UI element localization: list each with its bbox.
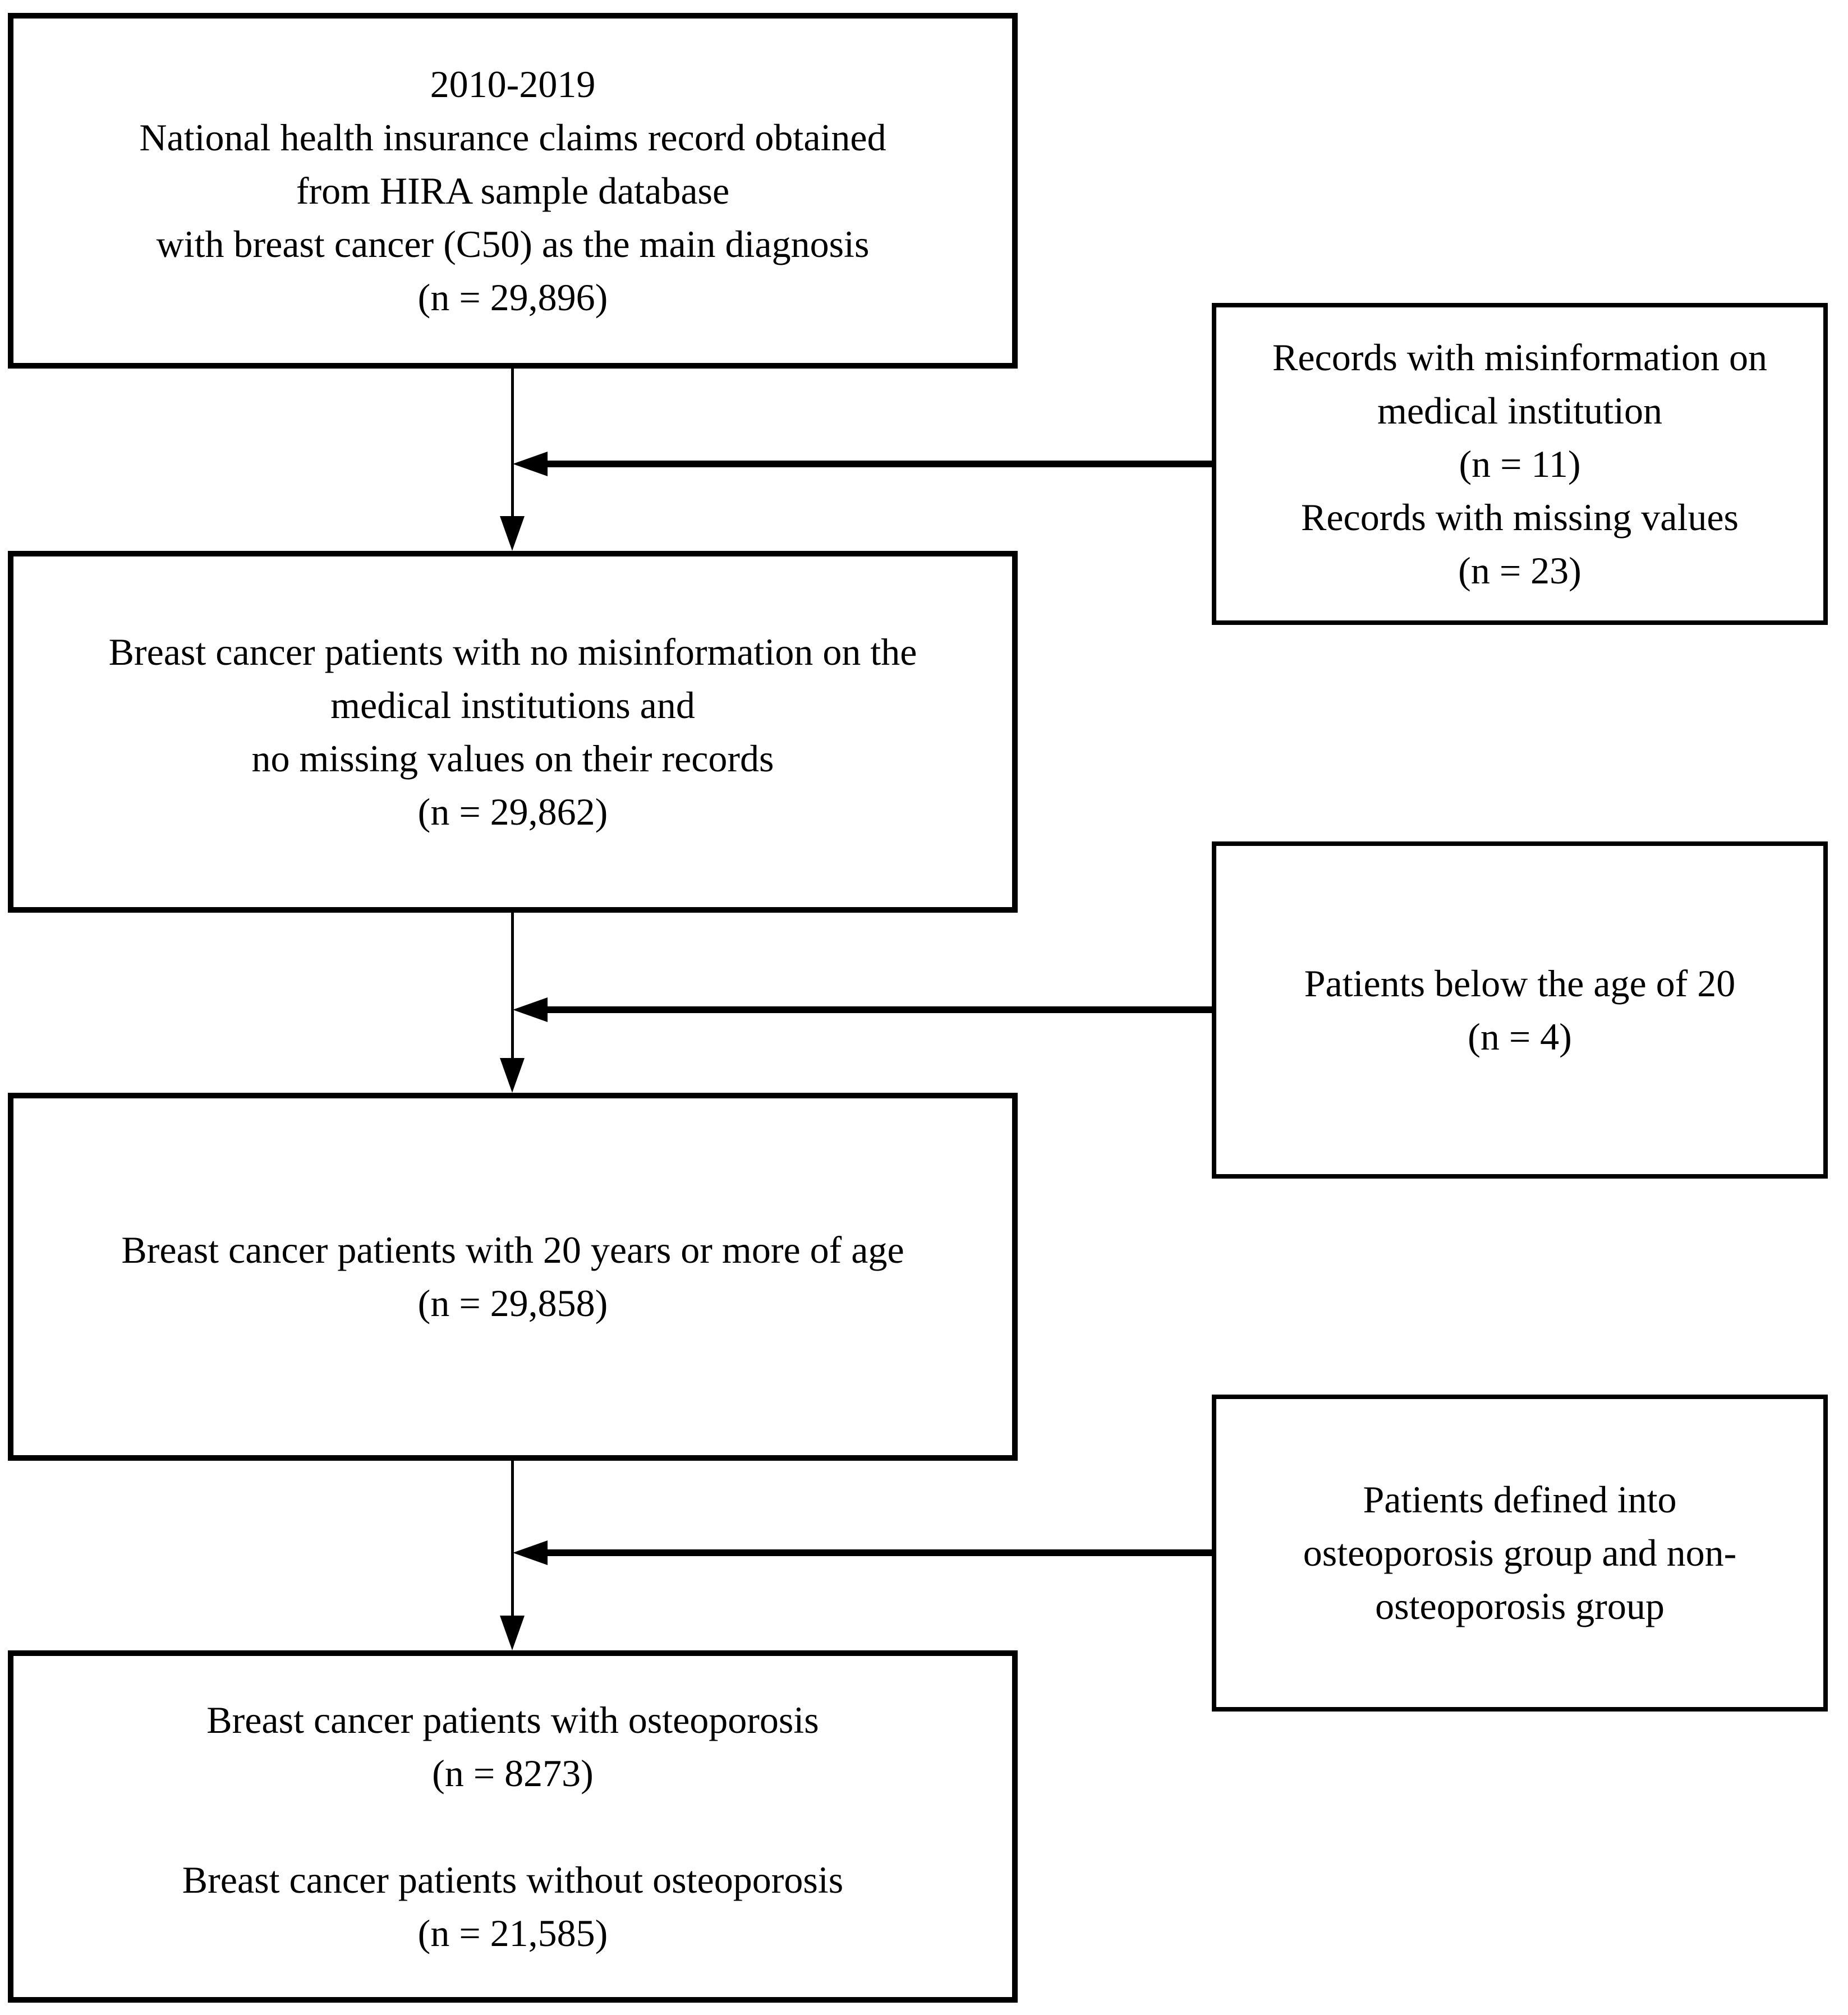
text-line: Patients defined into [1363, 1478, 1677, 1521]
text-line: 2010-2019 [430, 62, 596, 105]
text-line: (n = 4) [1468, 1015, 1572, 1058]
exclusion-arrow-3-line [548, 1549, 1212, 1556]
box-excluded-misinformation: Records with misinformation on medical i… [1212, 303, 1828, 625]
box-excluded-under-20: Patients below the age of 20 (n = 4) [1212, 841, 1828, 1179]
box-text: Records with misinformation on medical i… [1216, 331, 1823, 597]
down-arrow-2-head-icon [500, 1058, 525, 1093]
text-line: (n = 29,896) [417, 275, 608, 319]
box-no-misinformation: Breast cancer patients with no misinform… [8, 551, 1018, 913]
text-line: osteoporosis group [1375, 1585, 1665, 1627]
text-line: (n = 29,858) [417, 1282, 608, 1324]
text-line: Breast cancer patients with no misinform… [108, 630, 917, 673]
box-claims-records: 2010-2019 National health insurance clai… [8, 13, 1018, 369]
down-arrow-1-head-icon [500, 516, 525, 551]
box-text: Patients below the age of 20 (n = 4) [1216, 957, 1823, 1064]
text-line: National health insurance claims record … [139, 116, 886, 159]
text-line: (n = 29,862) [417, 790, 608, 833]
text-line: Records with misinformation on [1272, 335, 1767, 379]
text-line: no missing values on their records [251, 737, 774, 780]
down-connector-1-line [511, 367, 514, 517]
text-line: medical institution [1377, 389, 1663, 432]
text-line: (n = 8273) [432, 1751, 594, 1795]
exclusion-arrow-1-line [548, 461, 1212, 467]
text-line: osteoporosis group and non- [1303, 1531, 1737, 1574]
exclusion-arrow-3-head-icon [513, 1540, 548, 1565]
text-line: Breast cancer patients with osteoporosis [206, 1698, 819, 1741]
text-line: with breast cancer (C50) as the main dia… [156, 222, 870, 265]
box-text: Patients defined into osteoporosis group… [1216, 1473, 1823, 1633]
text-line: medical institutions and [330, 683, 695, 726]
down-connector-2-line [511, 912, 514, 1059]
text-line: Breast cancer patients with 20 years or … [121, 1229, 904, 1271]
box-text: Breast cancer patients with 20 years or … [13, 1223, 1012, 1330]
text-line: (n = 21,585) [417, 1911, 608, 1954]
down-connector-3-line [511, 1460, 514, 1617]
down-arrow-3-head-icon [500, 1616, 525, 1650]
exclusion-arrow-2-line [548, 1006, 1212, 1013]
text-line: Breast cancer patients without osteoporo… [182, 1858, 844, 1901]
text-line: Records with missing values [1300, 495, 1739, 539]
box-text: Breast cancer patients with no misinform… [13, 625, 1012, 839]
box-text: Breast cancer patients with osteoporosis… [13, 1694, 1012, 1960]
text-line-spacer [13, 1800, 1012, 1853]
text-line: (n = 11) [1459, 442, 1581, 485]
box-osteoporosis-groups: Breast cancer patients with osteoporosis… [8, 1650, 1018, 2003]
text-line: Patients below the age of 20 [1304, 962, 1736, 1005]
exclusion-arrow-2-head-icon [513, 997, 548, 1022]
box-group-definition: Patients defined into osteoporosis group… [1212, 1395, 1828, 1712]
text-line: from HIRA sample database [296, 169, 730, 212]
box-text: 2010-2019 National health insurance clai… [13, 58, 1012, 324]
box-age-20-plus: Breast cancer patients with 20 years or … [8, 1093, 1018, 1461]
exclusion-arrow-1-head-icon [513, 452, 548, 476]
text-line: (n = 23) [1458, 549, 1582, 592]
